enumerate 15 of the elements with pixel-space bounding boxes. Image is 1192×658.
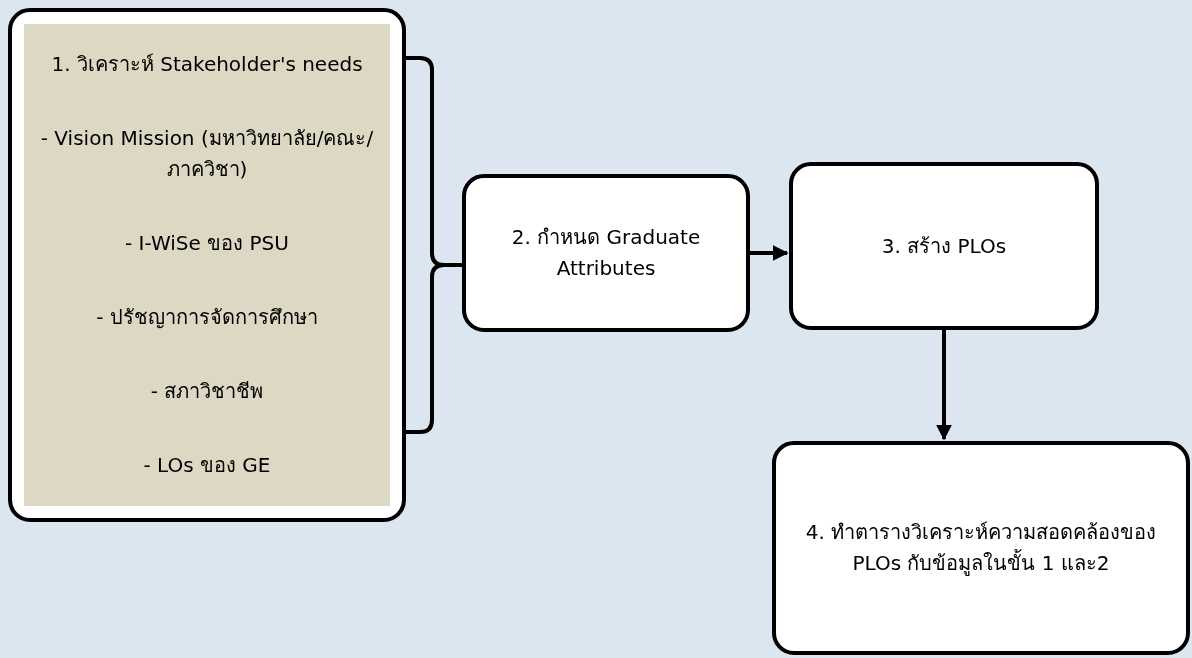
step-heading: 2. กำหนด Graduate Attributes (510, 224, 702, 282)
arrow (936, 330, 952, 441)
process-box (772, 441, 1190, 655)
bracket-connector (404, 56, 464, 434)
list-item: - I-WiSe ของ PSU (125, 230, 289, 258)
process-box (789, 162, 1099, 330)
list-item: - Vision Mission (มหาวิทยาลัย/คณะ/ภาควิชา) (39, 125, 375, 184)
list-item: - LOs ของ GE (143, 451, 271, 479)
list-item: - ปรัชญาการจัดการศึกษา (96, 303, 318, 331)
step-heading: 4. ทำตารางวิเคราะห์ความสอดคล้องของ PLOs กับข้อมูลในขั้น 1 และ2 (804, 519, 1158, 578)
process-box (462, 174, 750, 332)
step-heading: 3. สร้าง PLOs (881, 232, 1007, 260)
list-item: - สภาวิชาชีพ (150, 377, 264, 405)
step-heading: 1. วิเคราะห์ Stakeholder's needs (51, 51, 363, 79)
arrow (750, 245, 789, 261)
